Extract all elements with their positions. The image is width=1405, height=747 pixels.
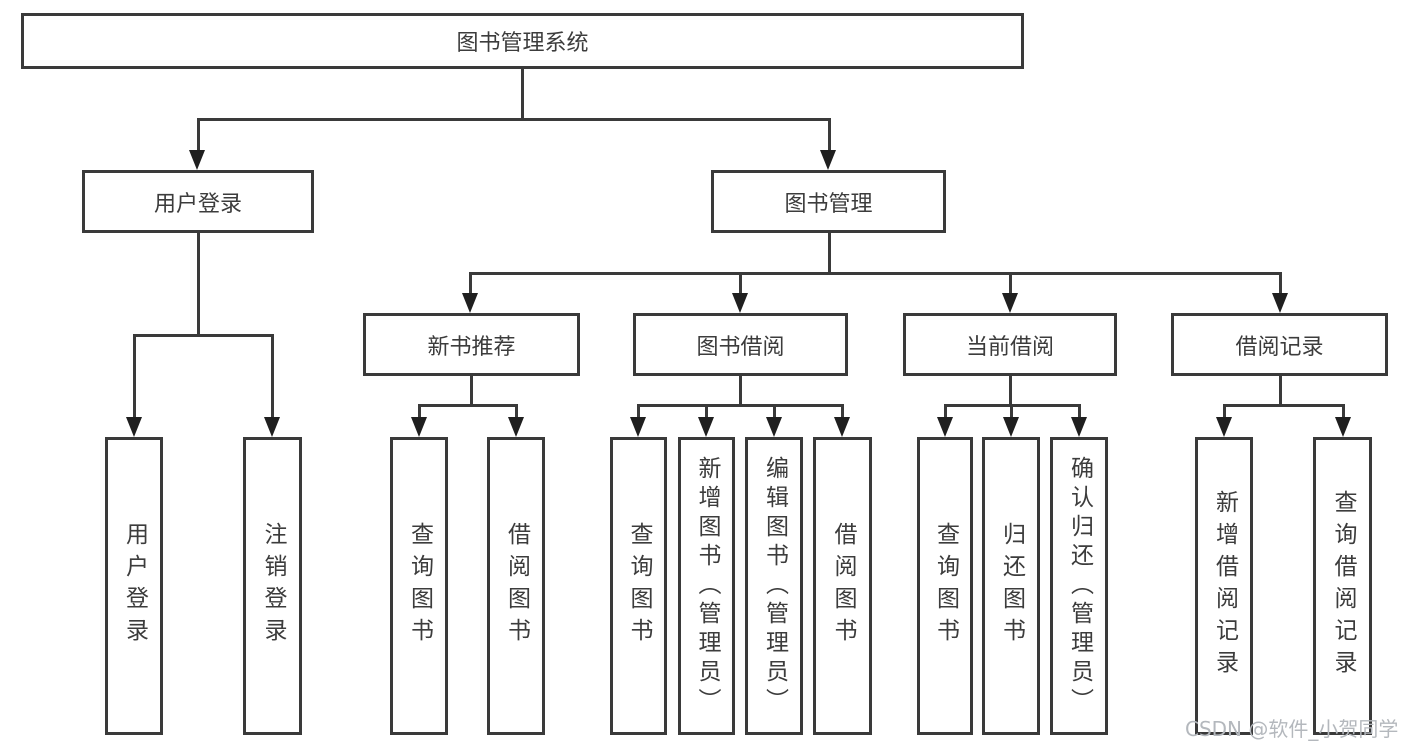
- node-book-management: 图书管理: [711, 170, 946, 233]
- leaf-user-login-label: 用户登录: [121, 522, 148, 650]
- connector-stub: [773, 404, 776, 420]
- connector-stub-current: [1009, 272, 1012, 296]
- leaf-record-query: 查询借阅记录: [1313, 437, 1372, 735]
- connector-stub: [418, 404, 421, 420]
- connector-records-vertical: [1279, 376, 1282, 407]
- connector-login-horizontal: [133, 334, 274, 337]
- leaf-newbook-borrow-label: 借阅图书: [503, 522, 530, 650]
- leaf-current-return-label: 归还图书: [998, 522, 1025, 650]
- node-user-login-label: 用户登录: [153, 191, 242, 217]
- leaf-borrow-query-label: 查询图书: [626, 522, 652, 650]
- leaf-logout: 注销登录: [243, 437, 302, 735]
- leaf-borrow-edit-label: 编辑图书（管理员）: [761, 455, 788, 717]
- arrow-down-icon: [732, 293, 748, 313]
- arrow-down-icon: [630, 417, 646, 437]
- connector-stub: [637, 404, 640, 420]
- node-book-borrow-label: 图书借阅: [696, 334, 785, 360]
- leaf-current-query-label: 查询图书: [932, 522, 959, 650]
- csdn-watermark: CSDN @软件_小贺同学: [1185, 717, 1399, 741]
- connector-stub: [515, 404, 518, 420]
- connector-stub-leaf-logout: [271, 334, 274, 420]
- connector-borrow-vertical: [739, 376, 742, 407]
- arrow-down-icon: [508, 417, 524, 437]
- node-current-borrow-label: 当前借阅: [965, 334, 1054, 360]
- leaf-borrow-borrow-label: 借阅图书: [830, 522, 856, 650]
- connector-borrow-horizontal: [637, 404, 844, 407]
- leaf-current-return: 归还图书: [982, 437, 1040, 735]
- leaf-record-add: 新增借阅记录: [1195, 437, 1253, 735]
- leaf-borrow-add-label: 新增图书（管理员）: [694, 455, 720, 717]
- arrow-down-icon: [1002, 293, 1018, 313]
- connector-stub-newbook: [469, 272, 472, 296]
- connector-stub: [705, 404, 708, 420]
- leaf-user-login: 用户登录: [105, 437, 163, 735]
- connector-root-vertical: [521, 69, 524, 120]
- arrow-down-icon: [462, 293, 478, 313]
- node-new-book-recommend: 新书推荐: [363, 313, 580, 376]
- leaf-borrow-edit: 编辑图书（管理员）: [745, 437, 803, 735]
- node-current-borrow: 当前借阅: [903, 313, 1117, 376]
- node-book-management-label: 图书管理: [784, 191, 873, 217]
- arrow-down-icon: [766, 417, 782, 437]
- leaf-current-confirm: 确认归还（管理员）: [1050, 437, 1108, 735]
- connector-stub-leaf-login: [133, 334, 136, 420]
- leaf-record-add-label: 新增借阅记录: [1211, 490, 1238, 682]
- connector-stub-book-management: [828, 118, 831, 154]
- node-new-book-recommend-label: 新书推荐: [427, 334, 516, 360]
- node-root-label: 图书管理系统: [456, 31, 589, 56]
- connector-stub-user-login: [197, 118, 200, 154]
- leaf-current-query: 查询图书: [917, 437, 973, 735]
- leaf-current-confirm-label: 确认归还（管理员）: [1066, 455, 1093, 717]
- connector-stub: [1078, 404, 1081, 420]
- arrow-down-icon: [1216, 417, 1232, 437]
- arrow-down-icon: [1272, 293, 1288, 313]
- connector-mgmt-vertical: [828, 233, 831, 275]
- connector-login-vertical: [197, 233, 200, 336]
- connector-stub: [1342, 404, 1345, 420]
- connector-stub-borrow: [739, 272, 742, 296]
- connector-stub: [1223, 404, 1226, 420]
- node-borrow-records-label: 借阅记录: [1235, 334, 1324, 360]
- leaf-borrow-borrow: 借阅图书: [813, 437, 872, 735]
- arrow-down-icon: [1071, 417, 1087, 437]
- connector-newbook-vertical: [470, 376, 473, 407]
- arrow-down-icon: [264, 417, 280, 437]
- arrow-down-icon: [937, 417, 953, 437]
- connector-stub: [1010, 404, 1013, 420]
- arrow-down-icon: [1335, 417, 1351, 437]
- connector-stub: [841, 404, 844, 420]
- arrow-down-icon: [189, 150, 205, 170]
- arrow-down-icon: [1003, 417, 1019, 437]
- arrow-down-icon: [411, 417, 427, 437]
- node-root: 图书管理系统: [21, 13, 1024, 69]
- connector-newbook-horizontal: [418, 404, 518, 407]
- arrow-down-icon: [698, 417, 714, 437]
- node-borrow-records: 借阅记录: [1171, 313, 1388, 376]
- connector-records-horizontal: [1223, 404, 1344, 407]
- connector-stub: [944, 404, 947, 420]
- leaf-borrow-add: 新增图书（管理员）: [678, 437, 735, 735]
- leaf-newbook-borrow: 借阅图书: [487, 437, 545, 735]
- leaf-logout-label: 注销登录: [260, 522, 286, 650]
- connector-current-vertical: [1009, 376, 1012, 407]
- arrow-down-icon: [834, 417, 850, 437]
- connector-stub-records: [1279, 272, 1282, 296]
- connector-mgmt-horizontal: [470, 272, 1281, 275]
- leaf-record-query-label: 查询借阅记录: [1330, 490, 1356, 682]
- node-user-login: 用户登录: [82, 170, 314, 233]
- arrow-down-icon: [126, 417, 142, 437]
- connector-root-horizontal: [198, 118, 831, 121]
- node-book-borrow: 图书借阅: [633, 313, 848, 376]
- leaf-newbook-query-label: 查询图书: [406, 522, 433, 650]
- leaf-newbook-query: 查询图书: [390, 437, 448, 735]
- arrow-down-icon: [820, 150, 836, 170]
- leaf-borrow-query: 查询图书: [610, 437, 667, 735]
